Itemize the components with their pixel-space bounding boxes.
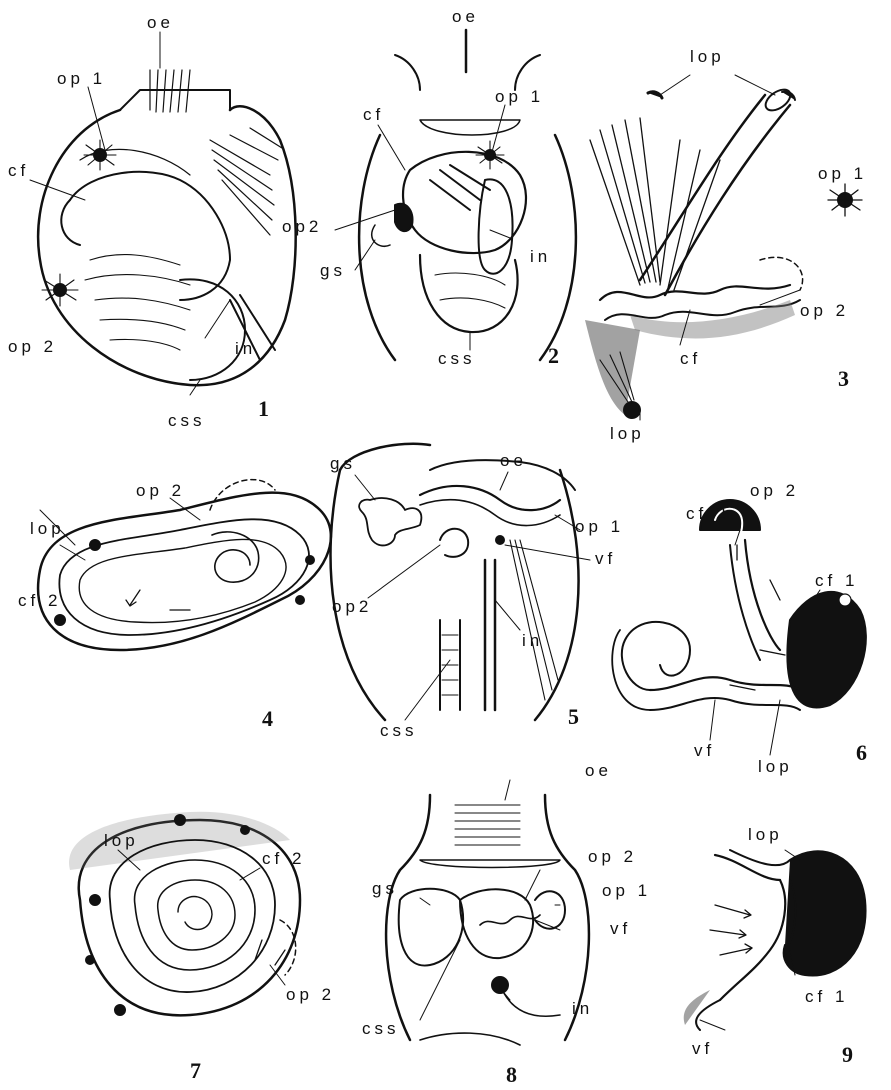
label-vf: vf: [595, 550, 616, 567]
label-op2: op2: [332, 598, 372, 615]
label-gs: gs: [372, 880, 398, 897]
label-cf1: cf 1: [815, 572, 858, 589]
label-cf2: cf 2: [262, 850, 305, 867]
label-vf: vf: [610, 920, 631, 937]
label-lop: lop: [30, 520, 65, 537]
figure-number-3: 3: [838, 368, 849, 390]
label-lop: lop: [748, 826, 783, 843]
label-op2: op2: [282, 218, 322, 235]
figure-number-8: 8: [506, 1064, 517, 1086]
figure-number-7: 7: [190, 1060, 201, 1082]
label-gs: gs: [330, 455, 356, 472]
label-op2: op 2: [136, 482, 185, 499]
label-op1: op 1: [602, 882, 651, 899]
label-in: in: [235, 340, 256, 357]
label-op2: op 2: [750, 482, 799, 499]
label-cf2: cf 2: [686, 505, 729, 522]
label-css: css: [438, 350, 476, 367]
figure-5-drawing: [330, 444, 578, 720]
label-cf1: cf 1: [805, 988, 848, 1005]
label-op2: op 2: [800, 302, 849, 319]
label-cf: cf: [680, 350, 701, 367]
figure-3-drawing: [585, 85, 862, 418]
label-oe: oe: [147, 14, 174, 31]
label-css: css: [168, 412, 206, 429]
label-vf: vf: [694, 742, 715, 759]
figure-8-drawing: [386, 795, 589, 1045]
label-lop: lop: [758, 758, 793, 775]
figure-number-5: 5: [568, 706, 579, 728]
label-lop: lop: [610, 425, 645, 442]
label-op1: op 1: [495, 88, 544, 105]
label-op1: op 1: [818, 165, 867, 182]
label-lop: lop: [690, 48, 725, 65]
label-vf: vf: [692, 1040, 713, 1057]
label-cf2: cf 2: [18, 592, 61, 609]
label-in: in: [530, 248, 551, 265]
figure-1-drawing: [38, 70, 296, 385]
figure-number-9: 9: [842, 1044, 853, 1066]
label-oe: oe: [500, 452, 527, 469]
label-gs: gs: [320, 262, 346, 279]
figure-number-2: 2: [548, 345, 559, 367]
label-op1: op 1: [575, 518, 624, 535]
figure-2-drawing: [359, 30, 576, 360]
label-op1: op 1: [57, 70, 106, 87]
label-cf: cf: [8, 162, 29, 179]
figure-number-1: 1: [258, 398, 269, 420]
label-cf: cf: [363, 106, 384, 123]
label-lop: lop: [104, 832, 139, 849]
label-in: in: [522, 632, 543, 649]
label-oe: oe: [452, 8, 479, 25]
label-op2: op 2: [8, 338, 57, 355]
label-oe: oe: [585, 762, 612, 779]
figure-number-6: 6: [856, 742, 867, 764]
figure-4-drawing: [38, 480, 331, 650]
label-css: css: [380, 722, 418, 739]
label-css: css: [362, 1020, 400, 1037]
label-op2: op 2: [286, 986, 335, 1003]
figure-number-4: 4: [262, 708, 273, 730]
label-in: in: [572, 1000, 593, 1017]
label-op2: op 2: [588, 848, 637, 865]
